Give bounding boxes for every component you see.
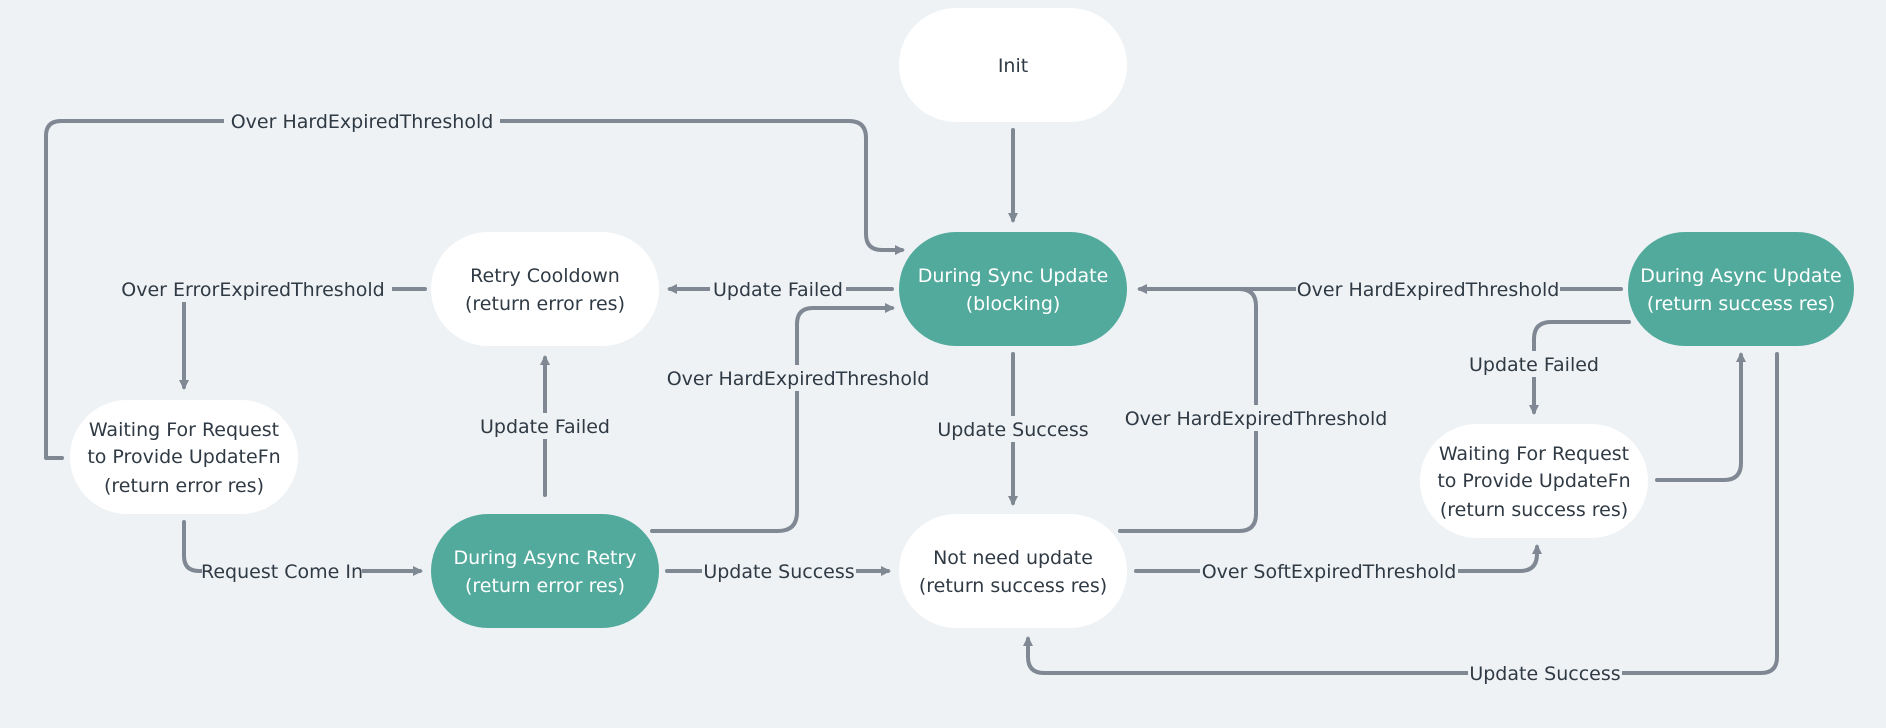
label-top-hard-expired: Over HardExpiredThreshold <box>231 111 494 133</box>
node-not-need-update-line-1: Not need update <box>933 547 1093 569</box>
label-bg-top-hard-expired <box>224 108 500 134</box>
label-sync-update-success: Update Success <box>937 419 1088 441</box>
node-during-async-retry-line-2: (return error res) <box>465 575 625 597</box>
nodes: Init During Sync Update (blocking) Retry… <box>70 8 1854 628</box>
edge-request-come-in <box>182 520 423 576</box>
label-retry-hard-expired: Over HardExpiredThreshold <box>667 368 930 390</box>
node-during-sync-update-line-1: During Sync Update <box>918 265 1109 287</box>
label-async-update-failed: Update Failed <box>1469 354 1599 376</box>
node-not-need-update-shape <box>899 514 1127 628</box>
edge-notneed-hard-expired <box>1118 287 1258 533</box>
node-during-async-update: During Async Update (return success res) <box>1628 232 1854 346</box>
node-not-need-update: Not need update (return success res) <box>899 514 1127 628</box>
node-retry-cooldown-line-2: (return error res) <box>465 293 625 315</box>
label-bg-sync-update-failed <box>710 276 846 302</box>
node-not-need-update-line-2: (return success res) <box>919 575 1107 597</box>
label-async-update-success: Update Success <box>1469 663 1620 685</box>
label-error-expired: Over ErrorExpiredThreshold <box>121 279 384 301</box>
label-bg-retry-update-success <box>702 558 856 584</box>
label-retry-update-failed: Update Failed <box>480 416 610 438</box>
node-waiting-right: Waiting For Request to Provide UpdateFn … <box>1420 424 1648 538</box>
node-waiting-right-shape <box>1420 424 1648 538</box>
node-waiting-right-line-3: (return success res) <box>1440 499 1628 521</box>
node-init-line-1: Init <box>998 55 1028 77</box>
label-bg-error-expired <box>114 276 392 302</box>
label-bg-async-hard-expired <box>1296 276 1560 302</box>
label-bg-retry-update-failed <box>476 413 614 439</box>
node-init: Init <box>899 8 1127 122</box>
label-retry-update-success: Update Success <box>703 561 854 583</box>
node-retry-cooldown-line-1: Retry Cooldown <box>470 265 620 287</box>
edge-error-expired <box>179 287 427 390</box>
label-soft-expired: Over SoftExpiredThreshold <box>1202 561 1457 583</box>
node-during-sync-update: During Sync Update (blocking) <box>899 232 1127 346</box>
label-bg-notneed-hard-expired <box>1124 405 1388 431</box>
label-async-hard-expired: Over HardExpiredThreshold <box>1297 279 1560 301</box>
edge-waiting-right-to-async <box>1655 352 1746 482</box>
node-waiting-left-shape <box>70 400 298 514</box>
label-bg-async-update-success <box>1468 660 1622 686</box>
edge-retry-hard-expired <box>650 303 895 533</box>
label-bg-sync-update-success <box>936 416 1090 442</box>
edge-async-update-success <box>1023 352 1779 675</box>
label-sync-update-failed: Update Failed <box>713 279 843 301</box>
node-waiting-left: Waiting For Request to Provide UpdateFn … <box>70 400 298 514</box>
node-during-sync-update-shape <box>899 232 1127 346</box>
label-bg-soft-expired <box>1200 558 1458 584</box>
node-retry-cooldown-shape <box>431 232 659 346</box>
node-during-async-update-line-1: During Async Update <box>1640 265 1841 287</box>
node-during-sync-update-line-2: (blocking) <box>966 293 1061 315</box>
label-bg-request-come-in <box>202 558 362 584</box>
edge-async-update-failed <box>1529 320 1631 415</box>
node-init-shape <box>899 8 1127 122</box>
edge-soft-expired <box>1134 544 1542 573</box>
node-during-async-retry: During Async Retry (return error res) <box>431 514 659 628</box>
label-notneed-hard-expired: Over HardExpiredThreshold <box>1125 408 1388 430</box>
edge-labels: Over HardExpiredThreshold Over ErrorExpi… <box>114 108 1622 686</box>
label-bg-retry-hard-expired <box>665 365 931 391</box>
node-waiting-left-line-1: Waiting For Request <box>89 419 279 441</box>
node-waiting-left-line-2: to Provide UpdateFn <box>87 446 280 468</box>
node-during-async-update-shape <box>1628 232 1854 346</box>
node-retry-cooldown: Retry Cooldown (return error res) <box>431 232 659 346</box>
label-request-come-in: Request Come In <box>201 561 363 583</box>
node-waiting-right-line-2: to Provide UpdateFn <box>1437 470 1630 492</box>
node-during-async-update-line-2: (return success res) <box>1647 293 1835 315</box>
node-during-async-retry-shape <box>431 514 659 628</box>
node-waiting-left-line-3: (return error res) <box>104 475 264 497</box>
node-waiting-right-line-1: Waiting For Request <box>1439 443 1629 465</box>
label-bg-async-update-failed <box>1464 351 1606 377</box>
node-during-async-retry-line-1: During Async Retry <box>453 547 636 569</box>
